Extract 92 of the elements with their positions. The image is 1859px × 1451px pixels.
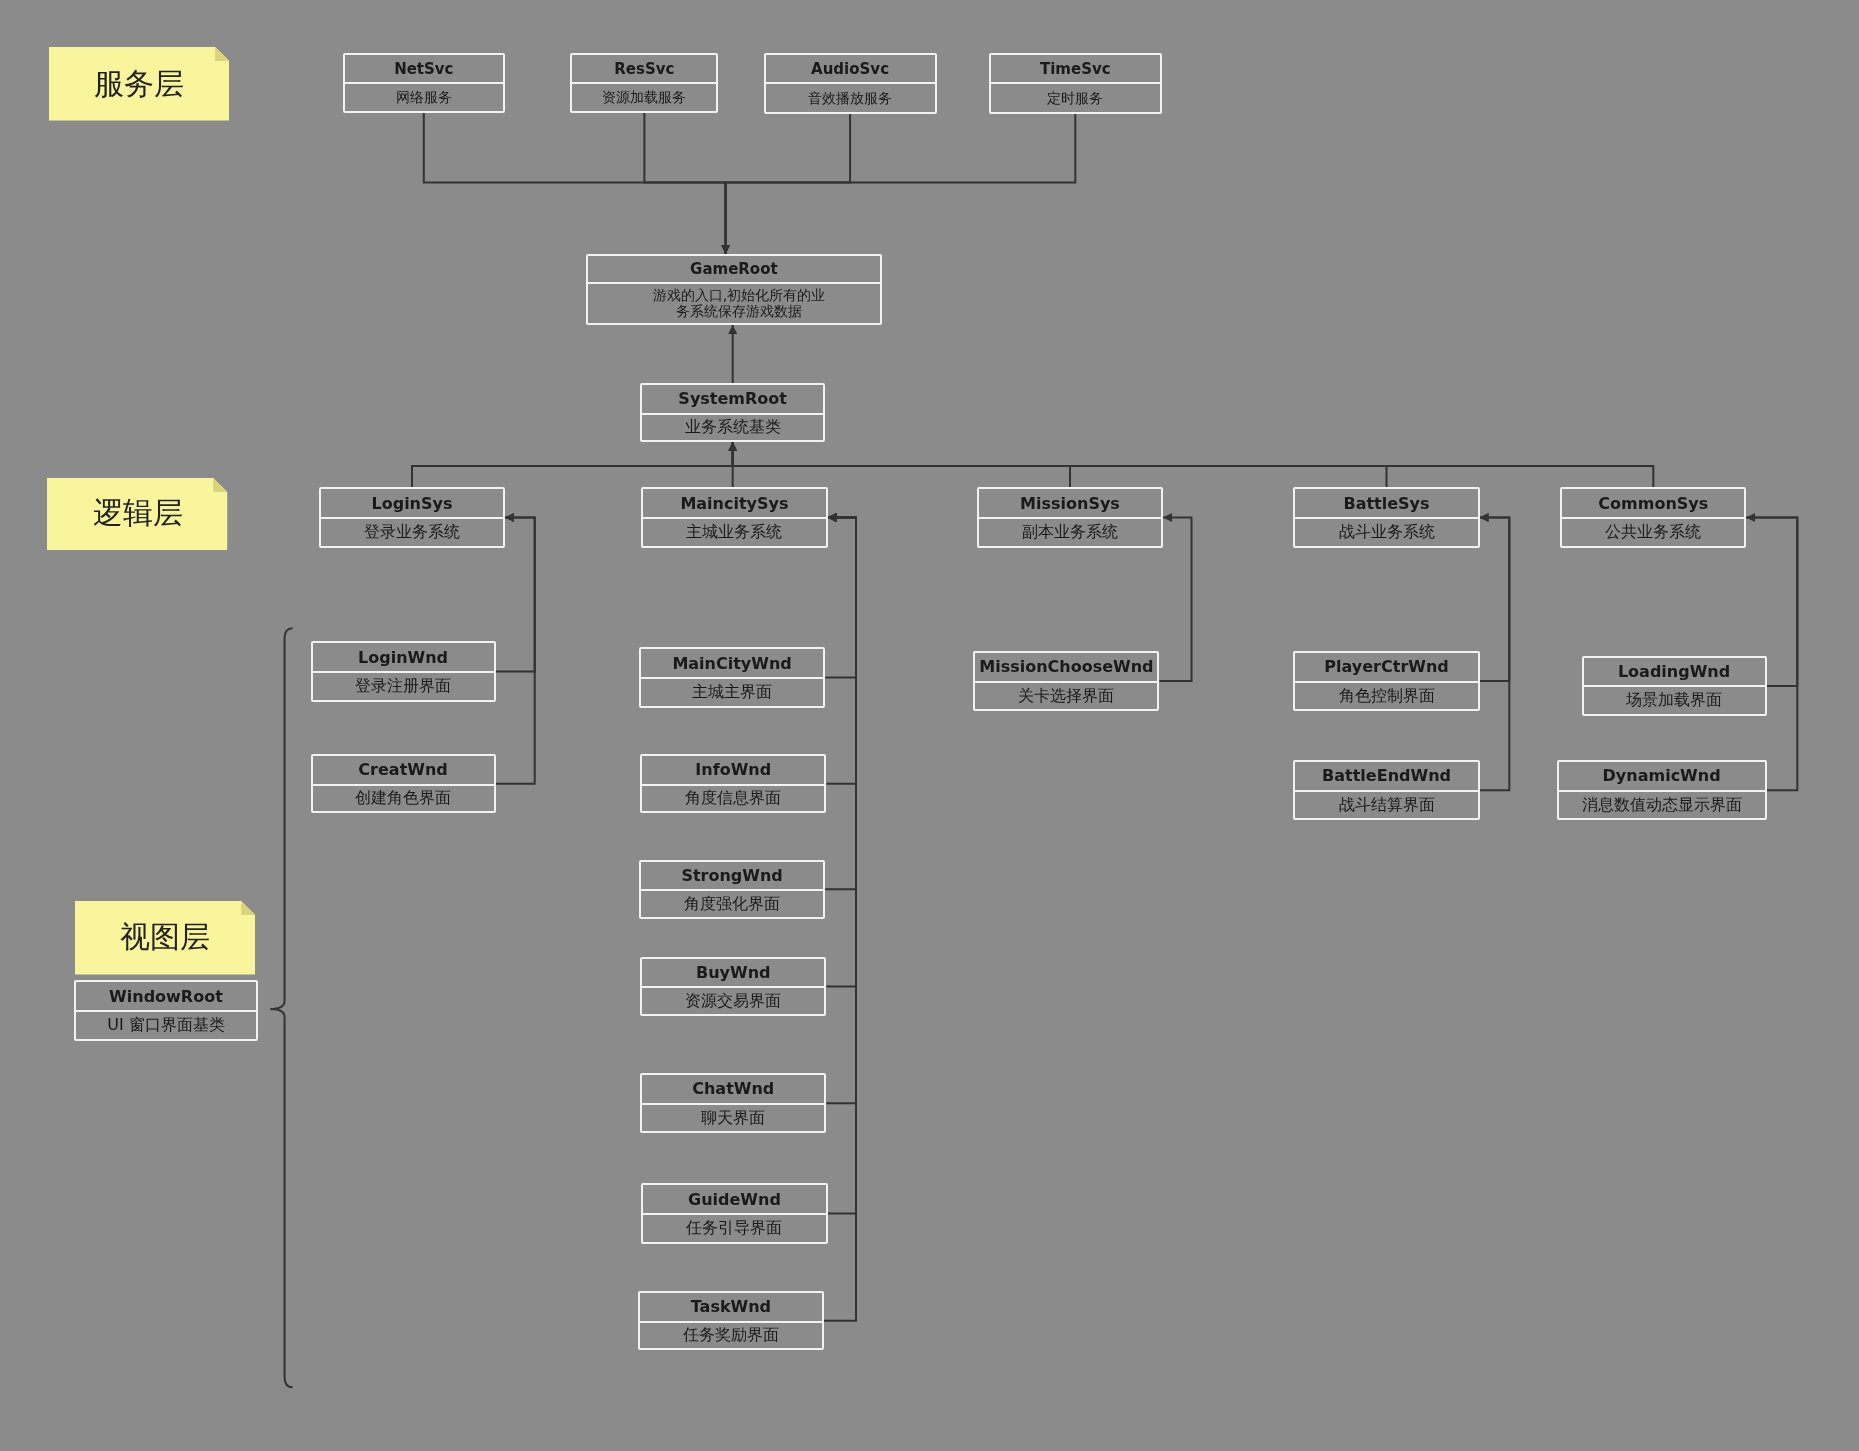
class-name: StrongWnd xyxy=(681,865,783,885)
class-box xyxy=(640,754,827,814)
class-description: 业务系统基类 xyxy=(684,418,781,437)
class-name: CommonSys xyxy=(1598,493,1709,513)
class-box xyxy=(973,650,1160,712)
class-box xyxy=(585,253,883,325)
class-description: UI 窗口界面基类 xyxy=(107,1016,225,1035)
class-description: 定时服务 xyxy=(1047,89,1104,106)
connector-arrow xyxy=(1745,513,1799,792)
class-box xyxy=(640,1072,827,1134)
connector-arrow xyxy=(823,513,857,1322)
class-name: ChatWnd xyxy=(692,1079,775,1099)
class-description: 聊天界面 xyxy=(701,1108,766,1128)
class-description: 任务奖励界面 xyxy=(682,1326,779,1345)
class-description: 任务引导界面 xyxy=(686,1219,783,1238)
class-description: 战斗结算界面 xyxy=(1338,795,1435,815)
class-box xyxy=(641,487,828,548)
sticky-note xyxy=(74,901,255,975)
class-name: SystemRoot xyxy=(678,389,787,409)
connector-arrow xyxy=(728,323,738,384)
class-name: BattleSys xyxy=(1343,493,1430,513)
class-description: 登录注册界面 xyxy=(355,677,452,696)
class-name: LoginSys xyxy=(371,493,453,513)
class-name: TaskWnd xyxy=(690,1297,772,1317)
class-description: 游戏的入口,初始化所有的业务系统保存游戏数据 xyxy=(651,287,827,320)
class-name: MissionChooseWnd xyxy=(979,657,1154,677)
class-description: 资源交易界面 xyxy=(685,992,782,1011)
class-box xyxy=(318,487,506,548)
class-description: 主城主界面 xyxy=(692,683,773,702)
class-description: 战斗业务系统 xyxy=(1338,523,1435,542)
class-name: DynamicWnd xyxy=(1602,766,1721,786)
class-name: LoadingWnd xyxy=(1617,661,1731,681)
class-name: AudioSvc xyxy=(811,59,890,78)
class-name: GameRoot xyxy=(690,259,778,278)
class-box xyxy=(310,754,496,814)
connector-arrow xyxy=(494,513,536,785)
class-box xyxy=(1293,487,1480,548)
class-box xyxy=(976,487,1164,548)
layer-label: 服务层 xyxy=(93,64,184,103)
class-name: MaincitySys xyxy=(680,493,789,513)
class-name: LoginWnd xyxy=(358,647,449,667)
class-box xyxy=(637,1291,824,1351)
class-description: 角度信息界面 xyxy=(685,789,782,808)
class-box xyxy=(639,647,826,708)
class-box xyxy=(1581,655,1767,717)
class-name: MainCityWnd xyxy=(672,653,792,673)
connector-arrow xyxy=(1158,513,1193,683)
class-description: 创建角色界面 xyxy=(355,789,452,808)
class-description: 副本业务系统 xyxy=(1022,523,1118,542)
class-description: 场景加载界面 xyxy=(1626,691,1723,710)
class-box xyxy=(1293,650,1480,712)
class-box xyxy=(763,53,937,114)
class-box xyxy=(640,382,826,443)
sticky-note xyxy=(48,47,229,121)
class-box xyxy=(988,53,1162,114)
connector-arrow xyxy=(721,112,1077,255)
connector-arrow xyxy=(1478,513,1511,792)
class-box xyxy=(639,859,826,919)
layer-label: 逻辑层 xyxy=(92,494,183,533)
class-description: 关卡选择界面 xyxy=(1018,686,1115,706)
connector-arrow xyxy=(728,441,1655,489)
class-description: 角度强化界面 xyxy=(684,894,781,914)
class-name: InfoWnd xyxy=(695,760,772,780)
class-description: 登录业务系统 xyxy=(364,523,460,542)
class-box xyxy=(342,53,506,113)
class-name: CreatWnd xyxy=(358,760,448,780)
class-box xyxy=(310,641,496,702)
class-description: 音效播放服务 xyxy=(808,89,893,106)
class-box xyxy=(73,980,259,1041)
class-name: ResSvc xyxy=(614,59,675,78)
class-description: 网络服务 xyxy=(395,89,452,106)
class-box xyxy=(640,956,827,1017)
class-name: GuideWnd xyxy=(688,1189,781,1209)
class-box xyxy=(1560,487,1747,548)
layer-label: 视图层 xyxy=(119,918,210,957)
class-name: PlayerCtrWnd xyxy=(1324,657,1449,677)
class-box xyxy=(570,53,719,113)
class-name: TimeSvc xyxy=(1040,59,1111,78)
class-description: 角色控制界面 xyxy=(1338,686,1435,706)
sticky-note xyxy=(47,477,228,551)
class-name: BuyWnd xyxy=(696,963,771,983)
class-name: BattleEndWnd xyxy=(1322,766,1451,786)
class-name: NetSvc xyxy=(394,59,454,78)
class-box xyxy=(641,1183,828,1244)
class-description: 消息数值动态显示界面 xyxy=(1581,795,1742,815)
class-name: WindowRoot xyxy=(109,986,223,1006)
class-description: 资源加载服务 xyxy=(602,89,687,106)
class-name: MissionSys xyxy=(1020,493,1120,513)
class-box xyxy=(1293,759,1480,821)
class-description: 主城业务系统 xyxy=(686,523,783,542)
class-box xyxy=(1556,759,1767,821)
class-description: 公共业务系统 xyxy=(1605,523,1702,542)
